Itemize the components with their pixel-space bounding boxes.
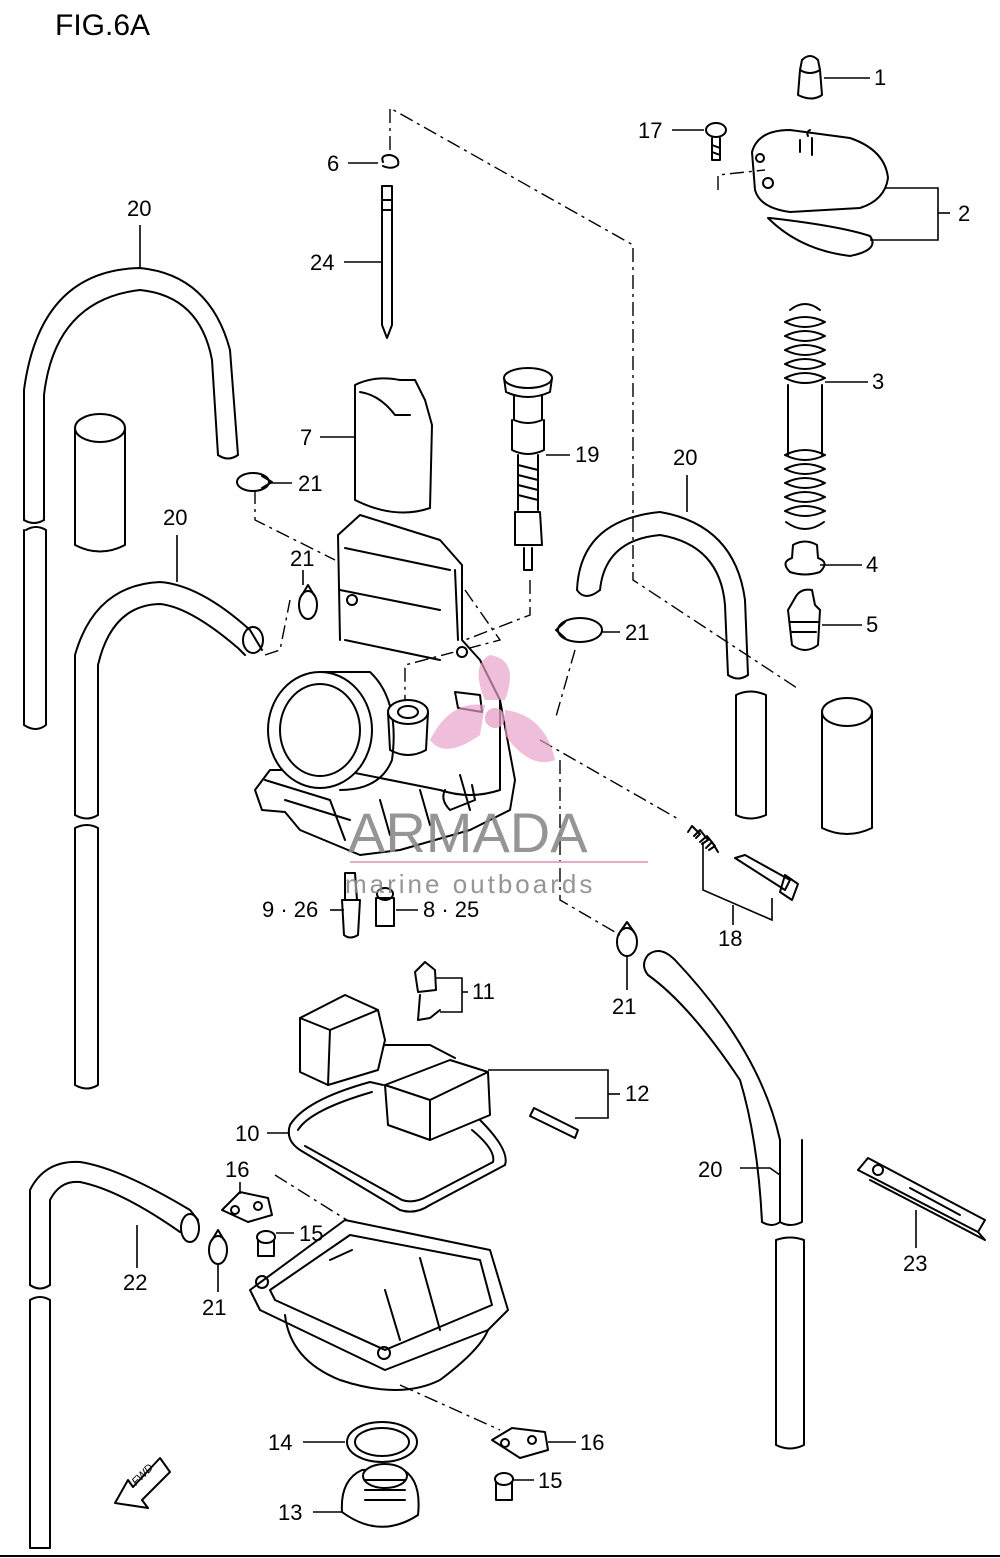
callout-22: 22: [123, 1270, 147, 1295]
figure-title: FIG.6A: [55, 9, 150, 42]
callout-18: 18: [718, 926, 742, 951]
part-screw-top: [705, 122, 727, 161]
watermark-brand: ARMADA: [348, 801, 588, 864]
part-spring-seat: [784, 540, 826, 576]
part-jet-needle: [381, 185, 393, 339]
part-o-ring: [346, 1421, 418, 1463]
callout-21-e: 21: [202, 1295, 226, 1320]
part-screw-upper: [256, 1230, 276, 1257]
hose-top-left: [23, 267, 239, 730]
part-plate-upper: [221, 1191, 273, 1223]
part-bowl-gasket: [287, 1081, 507, 1213]
hose-mid-left: [74, 581, 264, 1090]
callout-7: 7: [300, 425, 312, 450]
callouts: 1 2 3 4 5 6 7 8 · 25 9 · 26 10 11 12 13 …: [123, 65, 970, 1525]
callout-21-c: 21: [625, 620, 649, 645]
hose-clamp-b: [298, 584, 318, 620]
callout-3: 3: [872, 369, 884, 394]
callout-20-top-left: 20: [127, 196, 151, 221]
hose-clamp-a: [236, 472, 273, 492]
callout-12: 12: [625, 1081, 649, 1106]
callout-14: 14: [268, 1430, 292, 1455]
callout-1: 1: [874, 65, 886, 90]
callout-10: 10: [235, 1121, 259, 1146]
callout-16-lower: 16: [580, 1430, 604, 1455]
part-drain-plug: [340, 1463, 420, 1528]
callout-13: 13: [278, 1500, 302, 1525]
part-float: [299, 994, 579, 1141]
callout-21-d: 21: [612, 994, 636, 1019]
callout-6: 6: [327, 151, 339, 176]
callout-15-lower: 15: [538, 1468, 562, 1493]
callout-20-mid-left: 20: [163, 505, 187, 530]
callout-16-upper: 16: [225, 1157, 249, 1182]
callout-21-a: 21: [298, 471, 322, 496]
part-starter-plunger: [503, 367, 553, 571]
callout-24: 24: [310, 250, 334, 275]
hose-bottom-left: [29, 1160, 200, 1549]
callout-19: 19: [575, 442, 599, 467]
part-screw-lower: [494, 1472, 514, 1501]
callout-8-25: 8 · 25: [423, 897, 479, 922]
part-main-jet: [341, 872, 361, 939]
part-cap: [797, 55, 823, 100]
part-float-clip: [414, 961, 441, 1021]
watermark-logo: ARMADA marine outboards: [345, 655, 648, 899]
callout-20-right: 20: [673, 445, 697, 470]
part-bracket: [857, 1157, 986, 1241]
float-bowl: [249, 1219, 509, 1391]
callout-2: 2: [958, 201, 970, 226]
hose-clamp-c: [555, 617, 603, 643]
callout-23: 23: [903, 1251, 927, 1276]
part-spring: [784, 303, 826, 530]
callout-9-26: 9 · 26: [262, 897, 318, 922]
watermark-tagline: marine outboards: [345, 869, 595, 899]
callout-11: 11: [472, 979, 495, 1004]
part-top-cover: [751, 129, 889, 257]
part-clip: [381, 154, 400, 169]
hose-clamp-d: [616, 921, 638, 957]
part-idle-screw-set: [687, 825, 799, 901]
callout-21-b: 21: [290, 546, 314, 571]
part-valve: [787, 588, 821, 651]
hose-cap-right: [821, 697, 873, 835]
hose-cap-left: [74, 413, 126, 553]
callout-17: 17: [638, 118, 662, 143]
part-throttle-slide: [354, 377, 433, 514]
part-pilot-jet: [375, 887, 395, 927]
hose-right-long: [643, 950, 805, 1450]
leader-lines: [136, 77, 950, 1513]
assembly-lines: [254, 106, 801, 1431]
hose-clamp-e: [208, 1229, 228, 1265]
callout-15-upper: 15: [299, 1221, 323, 1246]
callout-4: 4: [866, 552, 878, 577]
callout-20-bottom-right: 20: [698, 1157, 722, 1182]
forward-arrow-icon: FWD: [114, 1457, 171, 1509]
hose-right-arch: [576, 511, 767, 820]
callout-5: 5: [866, 612, 878, 637]
carburetor-body: [254, 514, 516, 856]
part-plate-lower: [491, 1427, 549, 1459]
